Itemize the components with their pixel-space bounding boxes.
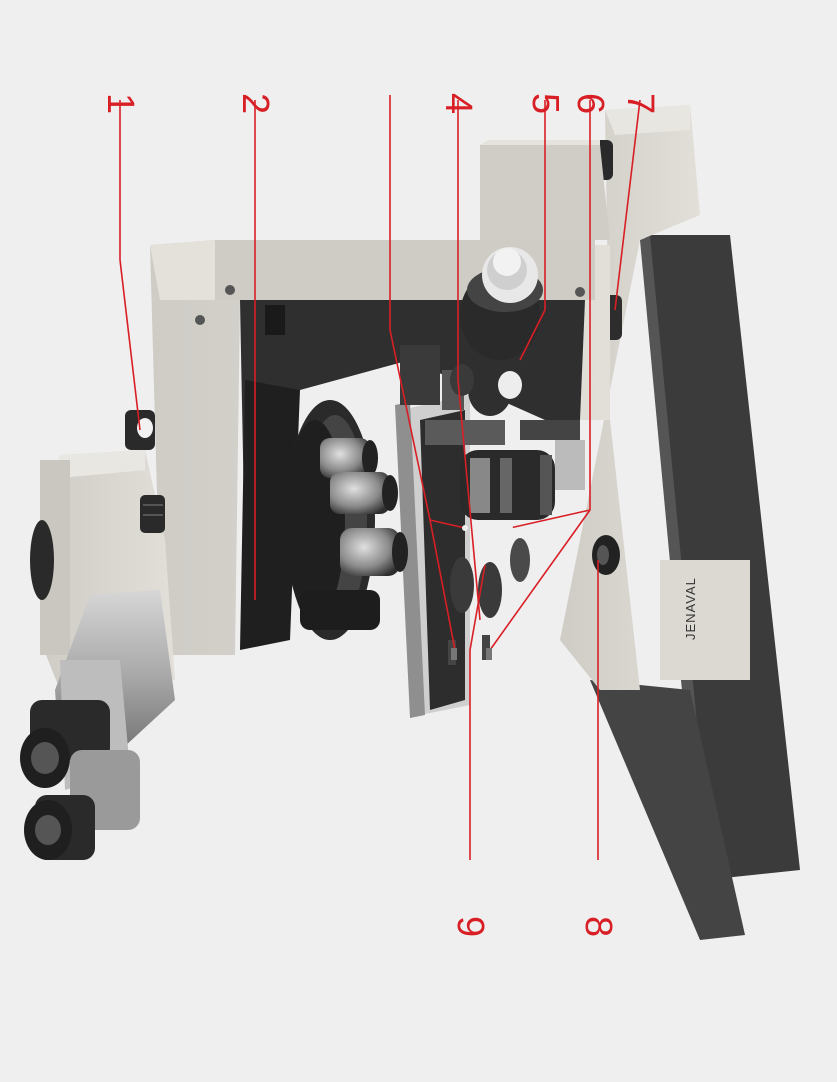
coarse-focus-knob [460, 247, 543, 360]
leader-4b [457, 379, 481, 621]
leader-3d [429, 519, 456, 651]
objectives [300, 438, 408, 630]
callout-7: 7 [619, 93, 661, 114]
brand-label: JENAVAL [683, 577, 698, 640]
leader-5b [519, 309, 546, 361]
callout-6: 6 [569, 93, 611, 114]
callout-5: 5 [524, 93, 566, 114]
callout-4: 4 [437, 93, 479, 114]
stage-drive-knobs [450, 364, 522, 416]
binocular-tubes [20, 590, 175, 860]
leader-7 [614, 99, 641, 311]
leader-3c [429, 519, 466, 529]
leader-1b [119, 259, 141, 431]
objective-4 [300, 590, 380, 630]
leader-tips [451, 525, 513, 660]
callout-8: 8 [577, 916, 619, 937]
callout-2: 2 [234, 93, 276, 114]
leader-9b [469, 564, 486, 651]
objective-2 [330, 472, 398, 514]
diaphragm-knob [592, 535, 620, 575]
objective-3 [340, 528, 408, 576]
callout-1: 1 [99, 93, 141, 114]
leader-3b [389, 329, 431, 521]
leader-lines [119, 95, 641, 860]
leader-6b [509, 509, 591, 529]
callout-labels: 1 2 4 5 6 7 8 9 [99, 93, 661, 937]
objective-1 [320, 438, 378, 478]
leader-6c [489, 509, 591, 651]
callout-9: 9 [449, 916, 491, 937]
condenser [460, 420, 585, 520]
